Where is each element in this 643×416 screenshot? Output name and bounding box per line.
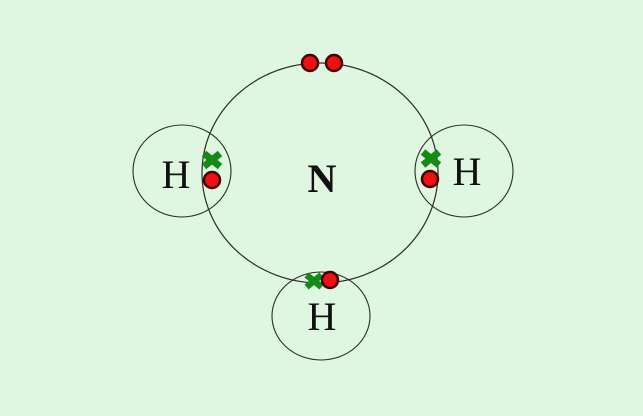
hydrogen-shell-circle-left bbox=[132, 124, 232, 218]
bond-pair-left-group bbox=[201, 150, 223, 190]
electron-cross-icon bbox=[304, 272, 324, 290]
electron-dot-icon bbox=[420, 169, 440, 189]
hydrogen-shell-circle-bottom bbox=[271, 271, 371, 361]
electron-cross-icon bbox=[201, 150, 223, 170]
electron-dot-icon bbox=[300, 53, 320, 73]
hydrogen-label-bottom: H bbox=[308, 294, 337, 339]
electron-cross-icon bbox=[420, 149, 442, 168]
lone-pair-group bbox=[300, 53, 344, 73]
nitrogen-label: N bbox=[308, 156, 337, 201]
electron-dot-icon bbox=[202, 170, 222, 190]
electron-dot-icon bbox=[324, 53, 344, 73]
bond-pair-right-group bbox=[420, 149, 442, 189]
hydrogen-shell-circle-right bbox=[414, 124, 514, 218]
hydrogen-label-left: H bbox=[162, 152, 191, 197]
electron-dot-icon bbox=[320, 270, 340, 290]
bond-pair-bottom-group bbox=[304, 270, 340, 290]
hydrogen-label-right: H bbox=[453, 149, 482, 194]
